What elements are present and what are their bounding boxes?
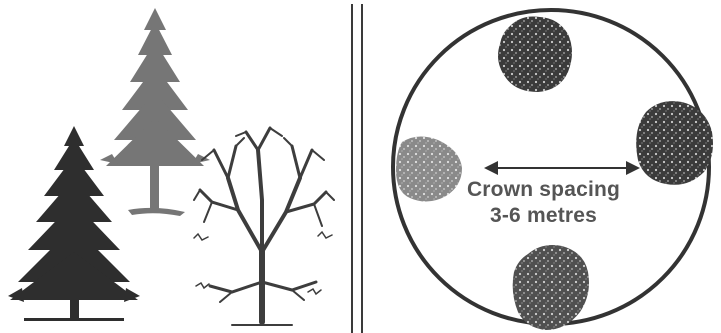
tall-conifer-icon (100, 8, 210, 216)
tree-crown-icon (498, 16, 572, 92)
trees-illustration (0, 0, 350, 333)
spacing-label: Crown spacing (366, 178, 721, 202)
spacing-distance-label: 3-6 metres (366, 204, 721, 228)
tree-crown-icon (636, 101, 713, 185)
tree-crown-icon (513, 245, 589, 330)
crown-spacing-panel: Crown spacing 3-6 metres (366, 0, 721, 333)
spacing-arrow (484, 161, 640, 175)
deciduous-tree-icon (194, 128, 334, 325)
panel-divider-left (351, 4, 353, 333)
crown-spacing-diagram (366, 0, 721, 333)
panel-divider-right (361, 4, 363, 333)
tree-illustration-panel (0, 0, 350, 333)
